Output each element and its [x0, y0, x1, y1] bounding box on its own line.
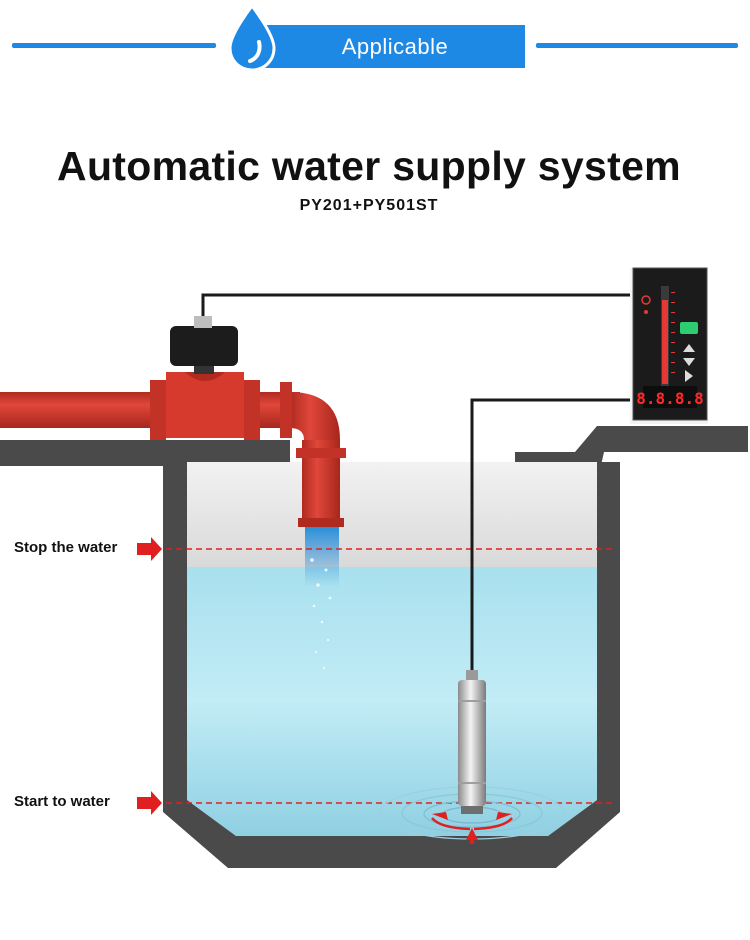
applicable-banner: Applicable	[265, 25, 525, 68]
valve-coil	[170, 326, 238, 366]
pipe-flange-elbow	[280, 382, 292, 438]
pipe-flange-lower	[296, 448, 346, 458]
controller-scale-ticks	[671, 292, 675, 373]
model-subtitle: PY201+PY501ST	[299, 197, 439, 214]
water-droplets	[310, 558, 332, 669]
water-drop-icon	[228, 4, 276, 72]
sensor-cable	[470, 398, 636, 680]
water-body	[187, 567, 597, 836]
ground-slab-left	[0, 440, 290, 466]
controller-right-icon	[685, 370, 693, 382]
ground-slab-right	[515, 426, 748, 470]
stop-level-label: Stop the water	[14, 539, 118, 556]
valve-body	[166, 372, 244, 438]
water-jet	[305, 527, 339, 587]
controller-up-icon	[683, 344, 695, 352]
pipe-flange-left	[150, 380, 166, 440]
pressure-arrow-icon	[496, 812, 512, 820]
start-arrow-icon	[137, 791, 162, 815]
pipe-flange-right	[244, 380, 260, 440]
controller-bar-level	[662, 300, 668, 384]
page-title: Automatic water supply system	[57, 143, 681, 189]
sensor-tip	[461, 806, 483, 814]
sensor-cable-gland	[466, 670, 478, 682]
controller-display: 8.8.8.8	[636, 389, 703, 408]
banner-label: Applicable	[341, 33, 449, 59]
controller-down-icon	[683, 358, 695, 366]
pressure-arrow-icon	[432, 812, 448, 820]
tank-air	[187, 462, 597, 567]
tank-wall	[163, 462, 620, 868]
pipe-outlet-flange	[298, 518, 344, 527]
level-sensor-body	[458, 680, 486, 806]
banner-divider-right	[536, 43, 738, 48]
stop-arrow-icon	[137, 537, 162, 561]
valve-cable	[201, 293, 636, 320]
pipe-elbow	[290, 392, 340, 440]
pressure-arrow-icon	[466, 828, 478, 840]
banner-divider-left	[12, 43, 216, 48]
start-level-label: Start to water	[14, 793, 110, 810]
valve-cap	[194, 316, 212, 328]
valve-neck	[194, 366, 214, 374]
